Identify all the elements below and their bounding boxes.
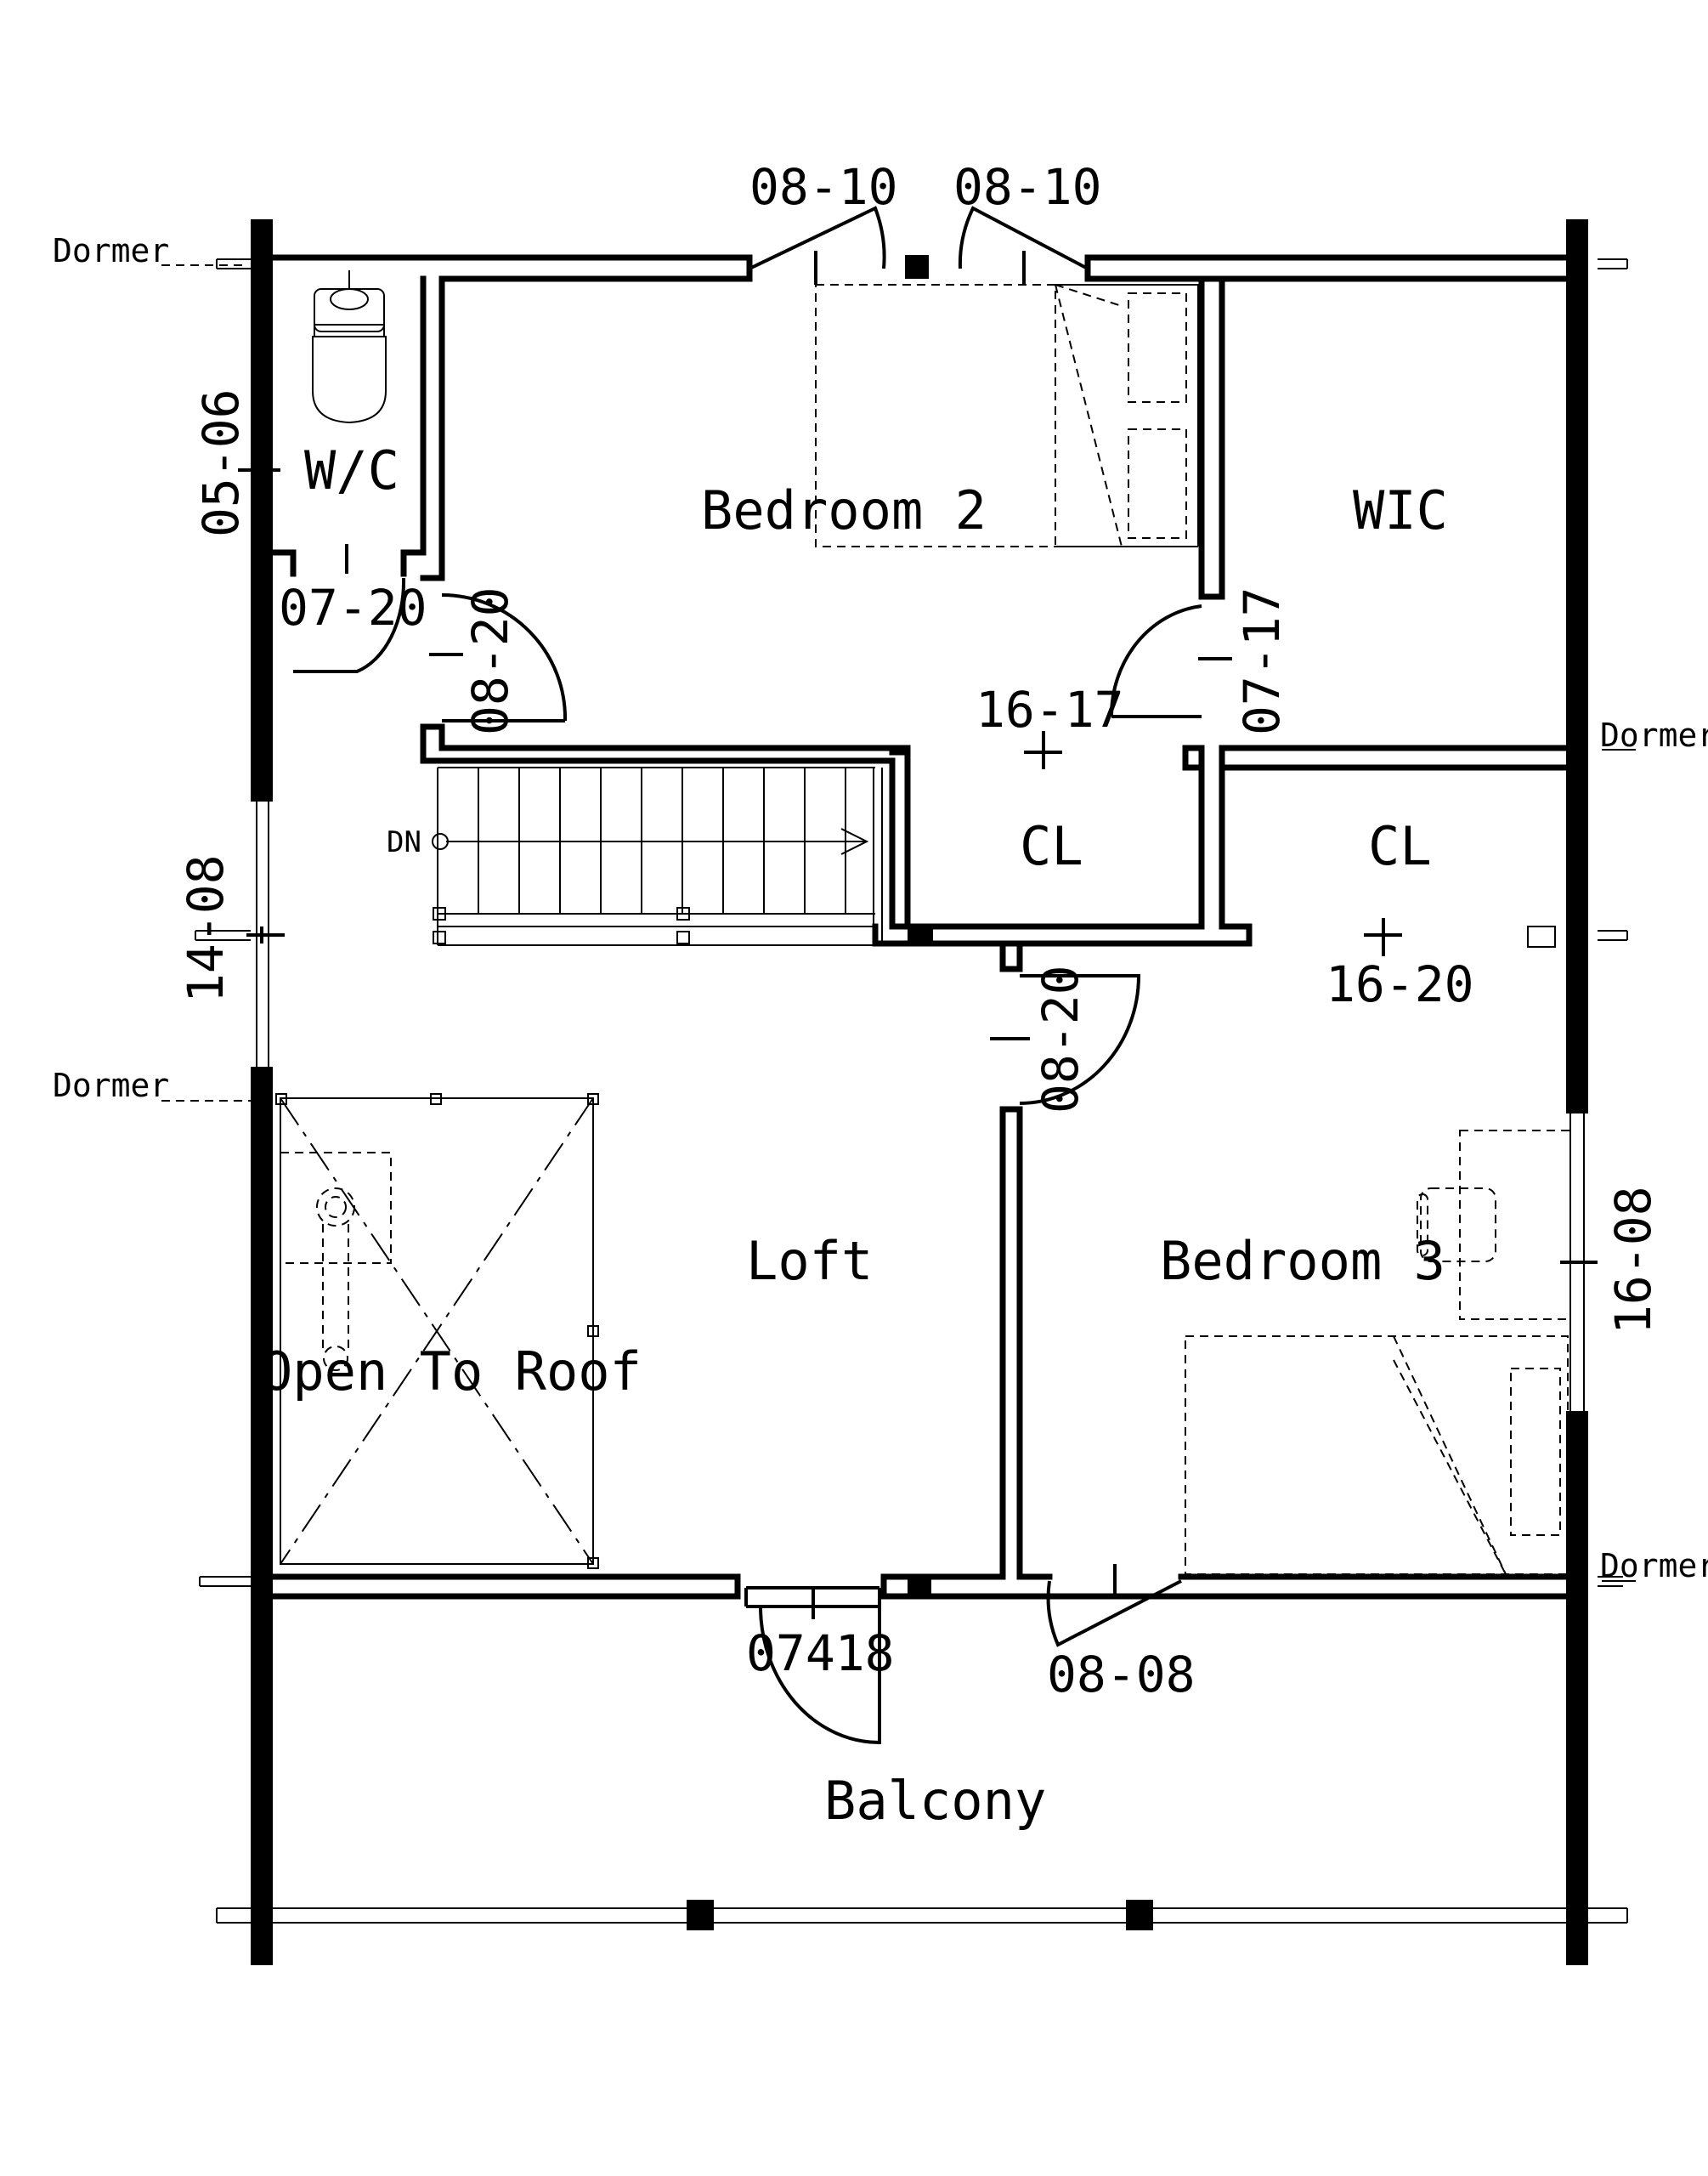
code-bedroom-2-door: 08-20 [461, 586, 519, 735]
stair-down-label: DN [387, 825, 421, 859]
dormer-note-right-lower: Dormer [1600, 1547, 1708, 1584]
room-label-balcony: Balcony [824, 1770, 1046, 1832]
stairs [432, 767, 883, 946]
doors [293, 206, 1402, 1745]
code-left-window: 14-08 [177, 854, 235, 1003]
room-label-open-to-roof: Open To Roof [261, 1340, 642, 1402]
code-wc-door: 07-20 [279, 579, 427, 637]
dormer-note-top-left: Dormer [53, 232, 169, 269]
bed-bedroom-2 [815, 284, 1199, 547]
room-label-wc: W/C [304, 439, 399, 502]
code-balcony-door: 07418 [746, 1624, 895, 1682]
code-top-right-window: 08-10 [953, 158, 1102, 216]
room-label-closet-right: CL [1368, 815, 1432, 877]
code-loft-door: 08-20 [1032, 965, 1089, 1114]
code-closet-door-right: 16-20 [1326, 955, 1474, 1013]
room-label-bedroom-2: Bedroom 2 [701, 479, 987, 541]
room-label-bedroom-3: Bedroom 3 [1160, 1230, 1445, 1292]
code-closet-door-top: 16-17 [976, 681, 1124, 739]
balcony-railing [216, 1900, 1628, 1930]
windows [195, 258, 1628, 1587]
room-label-loft: Loft [746, 1230, 873, 1292]
walls [269, 254, 1571, 1600]
dormer-note-right-upper: Dormer [1600, 717, 1708, 754]
code-bedroom-3-door: 08-08 [1047, 1646, 1196, 1703]
code-top-left-window: 08-10 [749, 158, 898, 216]
dormer-note-left-mid: Dormer [53, 1067, 169, 1104]
code-bedroom-3-window: 16-08 [1604, 1186, 1662, 1334]
room-label-wic: WIC [1353, 479, 1448, 541]
exterior-log-walls [251, 219, 1588, 1965]
open-to-roof-zone [275, 1093, 599, 1569]
desk-bedroom-3 [1417, 1130, 1571, 1320]
dormer-leaders [161, 264, 1636, 1582]
code-wic-door: 07-17 [1233, 586, 1291, 735]
toilet [312, 270, 387, 424]
code-wc-window: 05-06 [192, 388, 250, 537]
bed-bedroom-3 [1185, 1335, 1569, 1575]
room-label-closet-left: CL [1020, 815, 1083, 877]
